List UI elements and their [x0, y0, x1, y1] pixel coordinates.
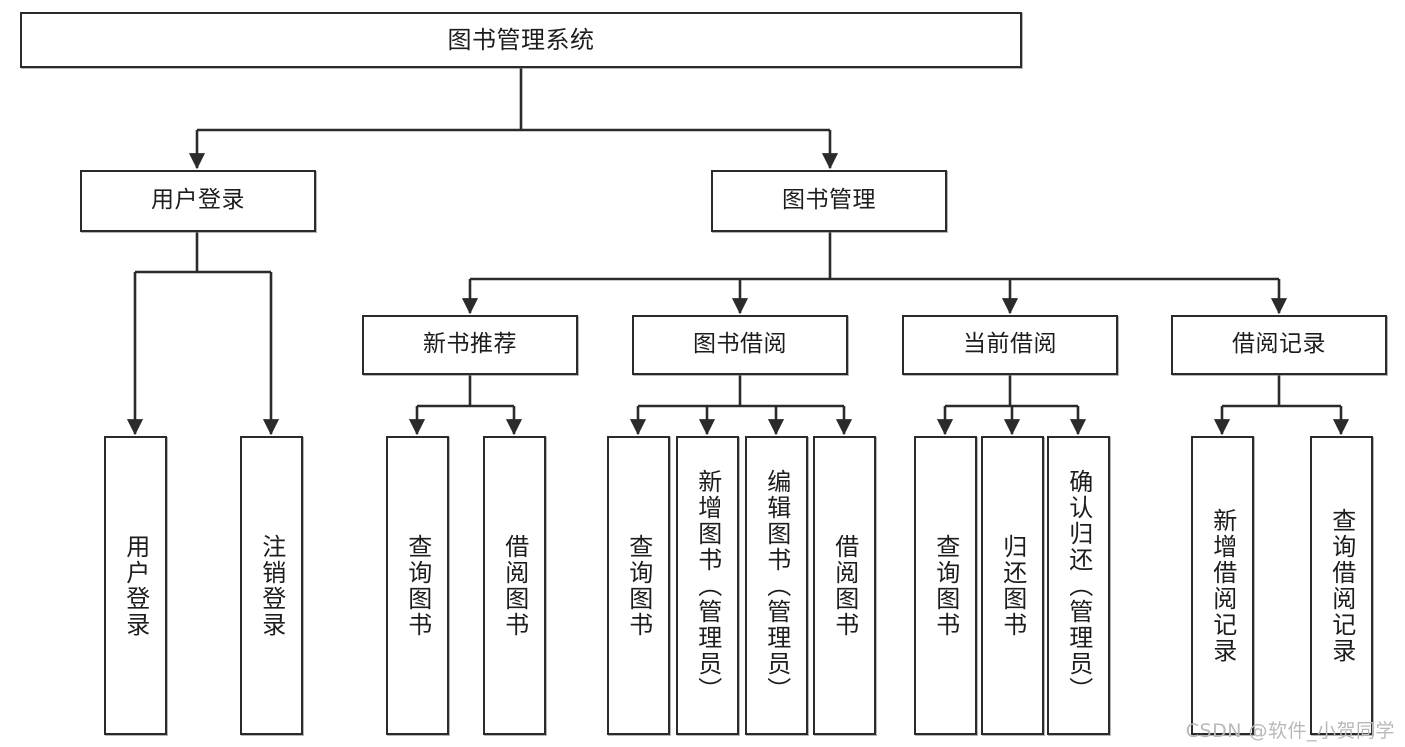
node-label: 查询图书	[624, 533, 653, 638]
node-label: 借阅图书	[830, 533, 859, 638]
node-label: 新书推荐	[423, 331, 517, 358]
node-label: 确认归还（管理员）	[1064, 468, 1093, 703]
node-label: 查询借阅记录	[1327, 507, 1356, 664]
node-user-login[interactable]: 用户登录	[80, 170, 316, 232]
node-label: 注销登录	[257, 533, 286, 638]
node-label: 归还图书	[998, 533, 1027, 638]
node-label: 借阅记录	[1232, 331, 1326, 358]
node-leaf-add-book[interactable]: 新增图书（管理员）	[676, 436, 739, 735]
node-label: 查询图书	[403, 533, 432, 638]
node-book-manage[interactable]: 图书管理	[711, 170, 947, 232]
node-current-borrow[interactable]: 当前借阅	[902, 315, 1118, 375]
node-label: 图书借阅	[693, 331, 787, 358]
node-label: 新增图书（管理员）	[693, 468, 722, 703]
node-new-book-recommend[interactable]: 新书推荐	[362, 315, 578, 375]
node-label: 借阅图书	[500, 533, 529, 638]
node-leaf-query-book-1[interactable]: 查询图书	[386, 436, 449, 735]
node-label: 编辑图书（管理员）	[762, 468, 791, 703]
node-leaf-logout-login[interactable]: 注销登录	[240, 436, 303, 735]
node-label: 当前借阅	[963, 331, 1057, 358]
node-root-system[interactable]: 图书管理系统	[20, 12, 1022, 68]
node-label: 用户登录	[121, 533, 150, 638]
csdn-watermark: CSDN @软件_小贺同学	[1185, 720, 1395, 742]
node-leaf-query-book-3[interactable]: 查询图书	[914, 436, 977, 735]
node-leaf-query-book-2[interactable]: 查询图书	[607, 436, 670, 735]
node-label: 图书管理系统	[447, 25, 595, 54]
node-leaf-edit-book[interactable]: 编辑图书（管理员）	[745, 436, 808, 735]
node-label: 查询图书	[931, 533, 960, 638]
node-leaf-confirm-return[interactable]: 确认归还（管理员）	[1047, 436, 1110, 735]
node-leaf-borrow-book-1[interactable]: 借阅图书	[483, 436, 546, 735]
node-borrow-record[interactable]: 借阅记录	[1171, 315, 1387, 375]
node-leaf-borrow-book-2[interactable]: 借阅图书	[813, 436, 876, 735]
node-leaf-return-book[interactable]: 归还图书	[981, 436, 1044, 735]
node-leaf-query-record[interactable]: 查询借阅记录	[1310, 436, 1373, 735]
node-label: 用户登录	[151, 187, 245, 214]
node-leaf-user-login[interactable]: 用户登录	[104, 436, 167, 735]
node-label: 图书管理	[782, 187, 876, 214]
node-book-borrow[interactable]: 图书借阅	[632, 315, 848, 375]
node-leaf-add-record[interactable]: 新增借阅记录	[1191, 436, 1254, 735]
node-label: 新增借阅记录	[1208, 507, 1237, 664]
